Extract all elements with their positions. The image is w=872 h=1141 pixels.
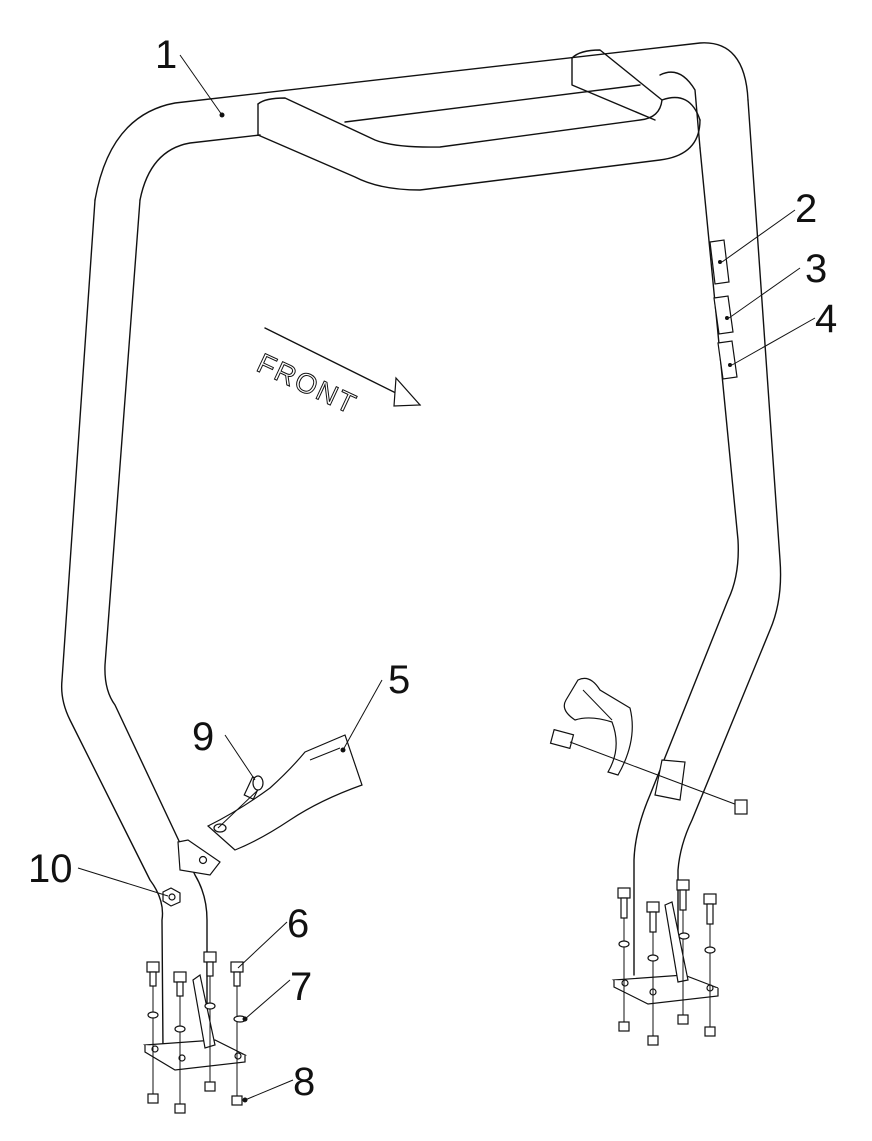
decal-3 [713,295,734,335]
callout-9: 9 [192,715,256,781]
roll-bar-frame [60,42,782,1051]
callout-5: 5 [340,658,410,753]
bolt-6 [230,961,247,1106]
nut-10 [162,887,181,907]
callout-label: 5 [388,658,410,702]
callout-label: 3 [805,247,827,291]
bolt-right-3 [676,879,690,1025]
base-plate-left [142,973,248,1071]
callout-label: 8 [293,1060,315,1104]
callout-8: 8 [242,1060,315,1104]
callout-label: 7 [290,965,312,1009]
bolts-right [617,879,717,1046]
callout-label: 1 [155,33,177,77]
front-label: FRONT [252,347,362,420]
callout-label: 2 [795,187,817,231]
bolt-right [549,728,741,807]
frame-mount-tab-left [177,839,221,876]
bolt-right-4 [703,893,717,1037]
decal-2 [709,239,730,285]
decal-4 [717,340,738,380]
nut-right [734,799,748,815]
bolt-6 [146,961,160,1104]
callout-4: 4 [731,297,837,366]
callout-3: 3 [728,247,827,319]
callout-1: 1 [155,33,225,118]
callout-label: 6 [287,902,309,946]
callout-6: 6 [237,902,309,969]
bolts-left [146,951,247,1114]
callout-label: 10 [28,847,73,891]
seat-bracket-left [206,734,363,851]
front-direction-arrow: FRONT [252,327,422,421]
callout-7: 7 [242,965,312,1022]
bolt-right-1 [617,887,631,1032]
callout-label: 4 [815,297,837,341]
base-plate-right [611,901,719,1005]
seat-bracket-right [563,677,633,776]
bolt-6 [173,971,187,1114]
callout-label: 9 [192,715,214,759]
bolt-9 [217,775,264,829]
bolt-6 [203,951,217,1092]
bolt-right-2 [646,901,660,1046]
callout-10: 10 [28,847,169,897]
callout-2: 2 [721,187,817,263]
